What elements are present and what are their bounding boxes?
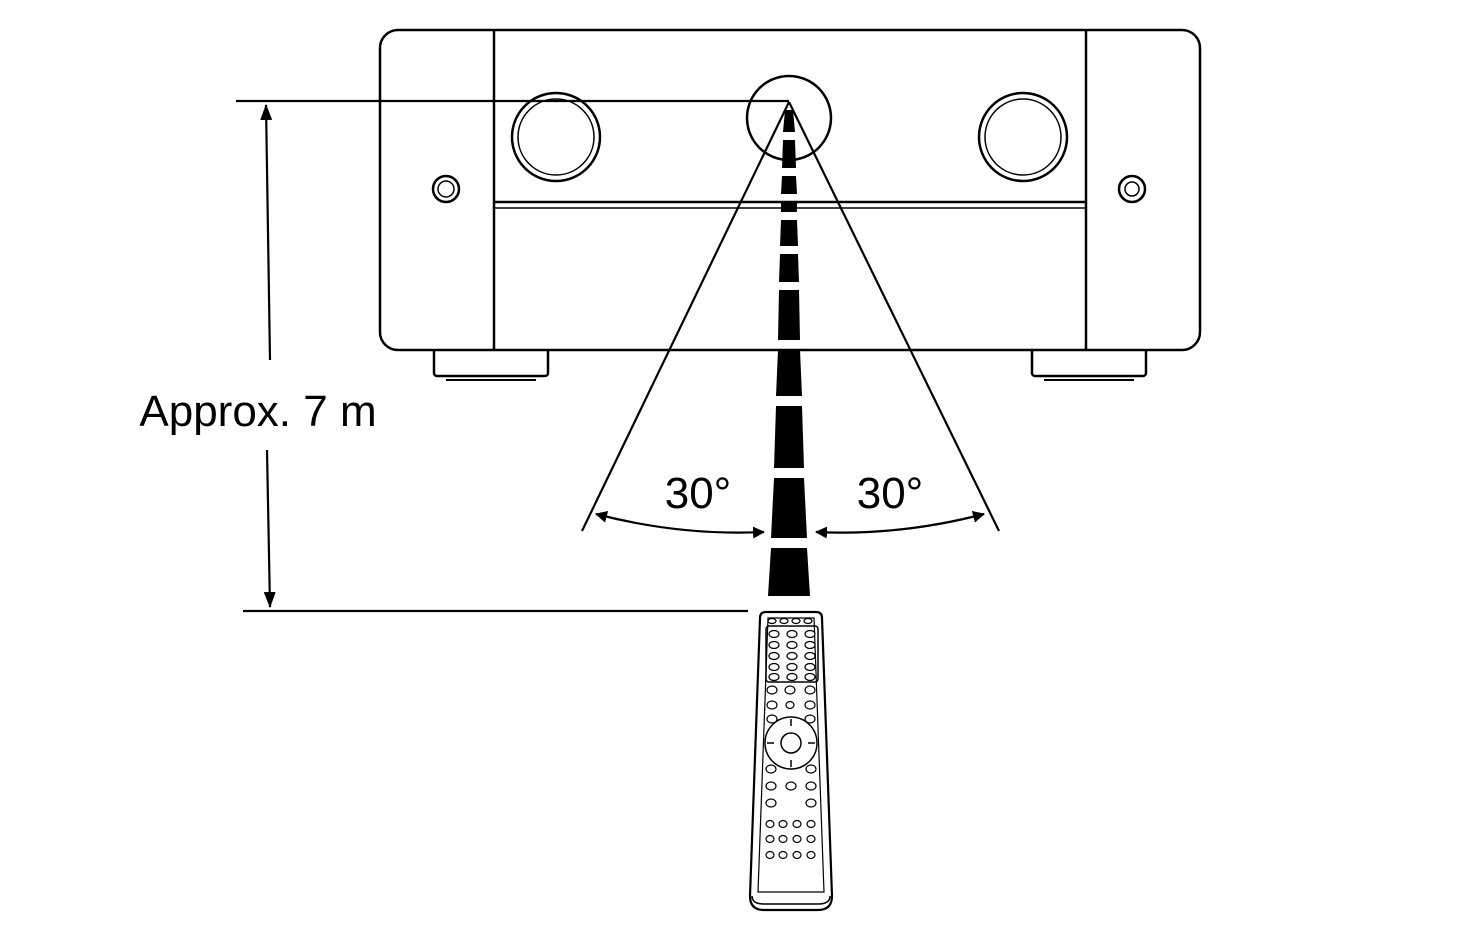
- distance-label: Approx. 7 m: [139, 387, 376, 436]
- infrared-beam: [768, 110, 810, 596]
- receiver-foot-left: [432, 346, 550, 381]
- receiver-foot-right: [1030, 346, 1148, 381]
- distance-arrow-lower: [263, 449, 276, 608]
- power-button: [431, 174, 461, 204]
- angle-arc-left: [595, 510, 765, 539]
- headphone-jack: [1117, 174, 1147, 204]
- angle-label-right: 30°: [857, 469, 924, 518]
- distance-dimension: [236, 99, 789, 613]
- reception-cone: [581, 101, 1000, 532]
- distance-arrow-upper: [260, 104, 273, 361]
- remote-input-button-panel: [765, 625, 819, 683]
- angle-label-left: 30°: [665, 469, 732, 518]
- angle-arc-right: [815, 510, 985, 539]
- volume-knob-right: [977, 91, 1069, 183]
- volume-knob-left: [510, 91, 602, 183]
- remote-navigation-pad: [764, 716, 818, 770]
- remote-control: [748, 610, 834, 912]
